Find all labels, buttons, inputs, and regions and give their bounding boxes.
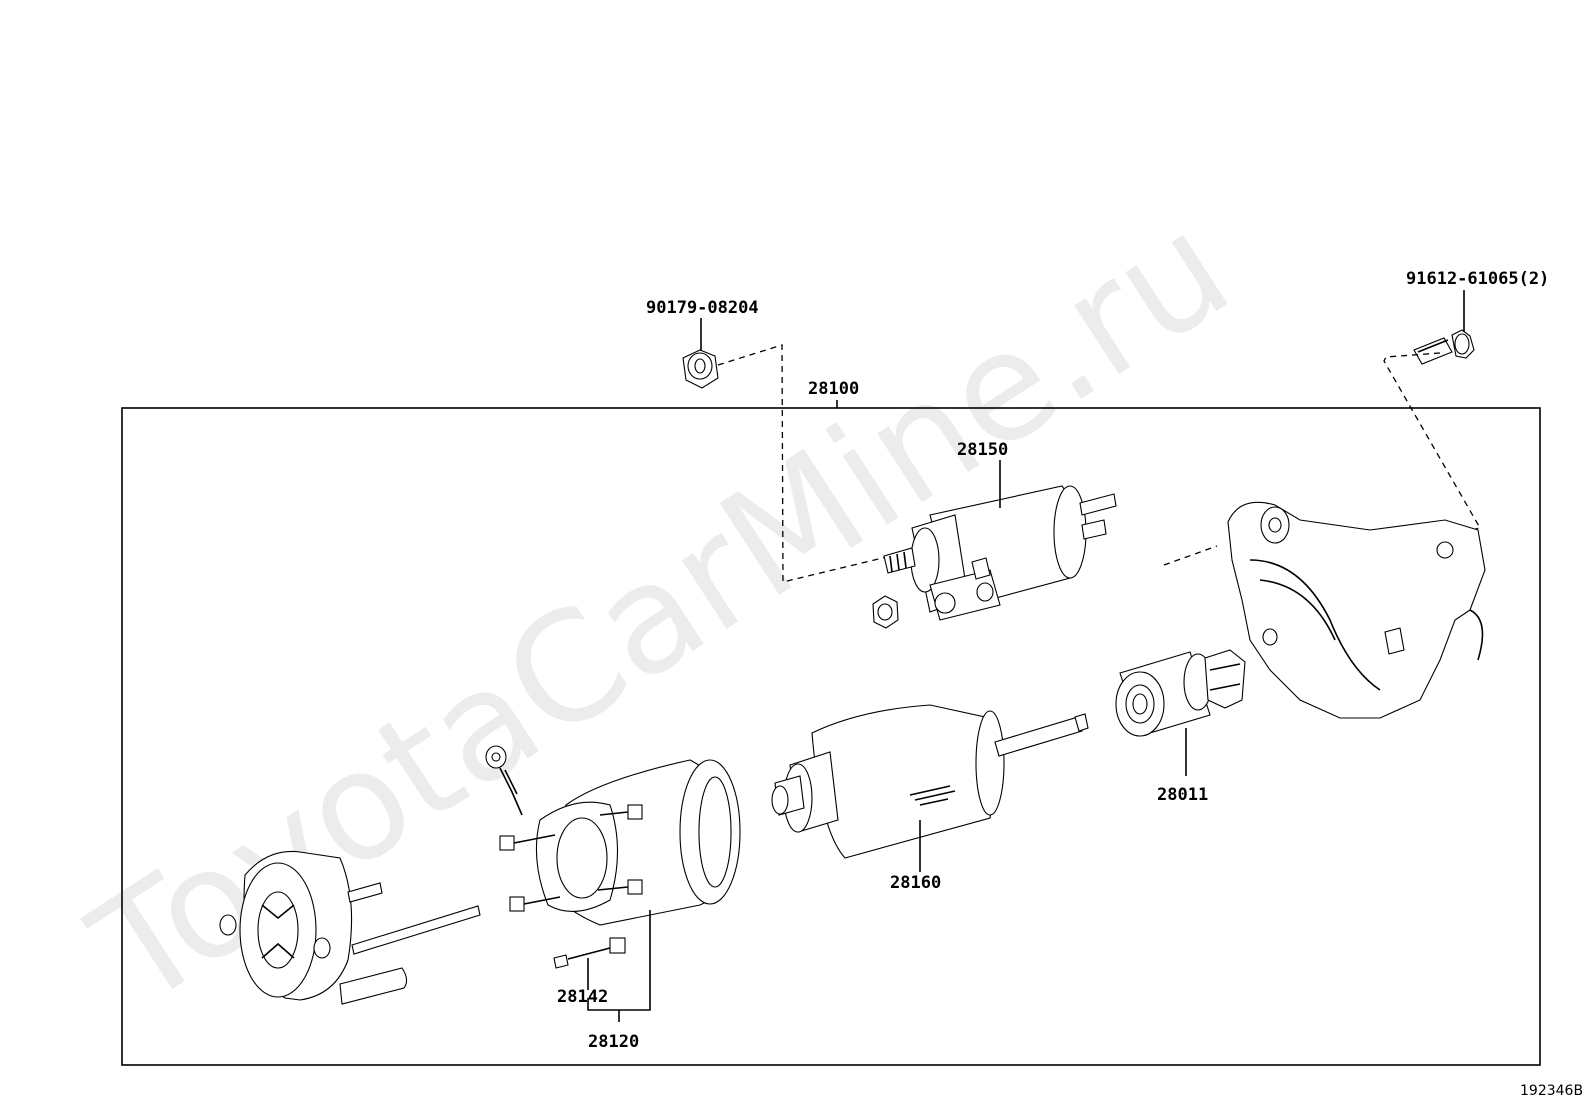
bolt-part[interactable] [1413,329,1475,365]
yoke-part[interactable] [485,745,741,926]
label-drive-clutch: 28011 [1157,785,1208,805]
nut-part-top[interactable] [682,349,719,389]
label-assembly: 28100 [808,379,859,399]
brush-part[interactable] [553,937,626,969]
solenoid-part[interactable] [872,485,1117,629]
starter-housing-part[interactable] [1227,501,1486,719]
drive-clutch-part[interactable] [1115,649,1246,737]
label-solenoid: 28150 [957,440,1008,460]
armature-part[interactable] [771,704,1089,859]
label-armature: 28160 [890,873,941,893]
label-yoke: 28120 [588,1032,639,1052]
label-brush: 28142 [557,987,608,1007]
assembly-frame [121,407,1541,1066]
end-frame-part[interactable] [219,850,481,1005]
reference-id: 192346B [1520,1083,1583,1099]
label-nut: 90179-08204 [646,298,759,318]
label-bolt: 91612-61065(2) [1406,269,1549,289]
